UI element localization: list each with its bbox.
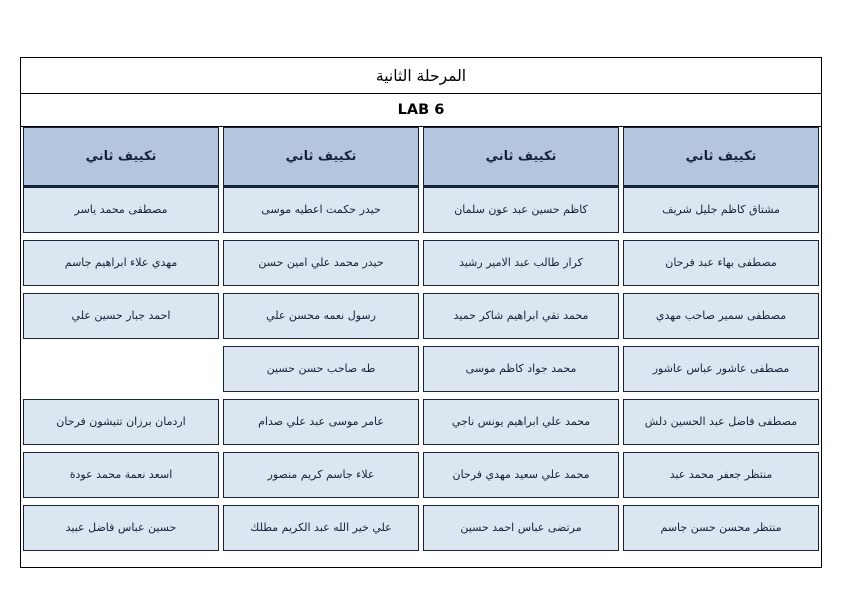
student-cell: مصطفى بهاء عبد فرحان bbox=[623, 240, 819, 286]
student-cell: محمد تقي ابراهيم شاكر حميد bbox=[423, 293, 619, 339]
column-header-1: تكييف ثاني bbox=[623, 127, 819, 187]
student-cell: محمد جواد كاظم موسى bbox=[423, 346, 619, 392]
roster-column-3: تكييف ثاني حيدر حكمت اعطيه موسى حيدر محم… bbox=[221, 127, 421, 567]
student-cell: مصطفى سمير صاحب مهدي bbox=[623, 293, 819, 339]
student-cell: حيدر حكمت اعطيه موسى bbox=[223, 187, 419, 233]
student-cell: احمد جبار حسين علي bbox=[23, 293, 219, 339]
columns-container: تكييف ثاني مشتاق كاظم جليل شريف مصطفى به… bbox=[21, 127, 821, 567]
student-roster-table: المرحلة الثانية LAB 6 تكييف ثاني مشتاق ك… bbox=[20, 57, 822, 568]
roster-column-4: تكييف ثاني مصطفى محمد ياسر مهدي علاء ابر… bbox=[21, 127, 221, 567]
column-header-4: تكييف ثاني bbox=[23, 127, 219, 187]
student-cell: كاظم حسين عبد عون سلمان bbox=[423, 187, 619, 233]
student-cell: علاء جاسم كريم منصور bbox=[223, 452, 419, 498]
student-cell: مصطفى محمد ياسر bbox=[23, 187, 219, 233]
student-cell: حسين عباس فاضل عبيد bbox=[23, 505, 219, 551]
roster-column-1: تكييف ثاني مشتاق كاظم جليل شريف مصطفى به… bbox=[621, 127, 821, 567]
lab-subtitle: LAB 6 bbox=[21, 94, 821, 127]
student-cell: مهدي علاء ابراهيم جاسم bbox=[23, 240, 219, 286]
student-cell: رسول نعمه محسن علي bbox=[223, 293, 419, 339]
column-header-2: تكييف ثاني bbox=[423, 127, 619, 187]
student-cell: مرتضى عباس احمد حسين bbox=[423, 505, 619, 551]
roster-column-2: تكييف ثاني كاظم حسين عبد عون سلمان كرار … bbox=[421, 127, 621, 567]
student-cell: اردمان برزان تتيشون فرحان bbox=[23, 399, 219, 445]
student-cell-empty bbox=[23, 346, 219, 392]
student-cell: كرار طالب عبد الامير رشيد bbox=[423, 240, 619, 286]
student-cell: منتظر جعفر محمد عبد bbox=[623, 452, 819, 498]
document-title: المرحلة الثانية bbox=[21, 58, 821, 94]
student-cell: مصطفى عاشور عباس عاشور bbox=[623, 346, 819, 392]
student-cell: محمد علي سعيد مهدي فرحان bbox=[423, 452, 619, 498]
student-cell: طه صاحب حسن حسين bbox=[223, 346, 419, 392]
student-cell: اسعد نعمة محمد عودة bbox=[23, 452, 219, 498]
student-cell: مصطفى فاضل عبد الحسين دلش bbox=[623, 399, 819, 445]
student-cell: حيدر محمد علي امين حسن bbox=[223, 240, 419, 286]
student-cell: منتظر محسن حسن جاسم bbox=[623, 505, 819, 551]
student-cell: علي خير الله عبد الكريم مطلك bbox=[223, 505, 419, 551]
column-header-3: تكييف ثاني bbox=[223, 127, 419, 187]
student-cell: محمد علي ابراهيم يونس ناجي bbox=[423, 399, 619, 445]
student-cell: مشتاق كاظم جليل شريف bbox=[623, 187, 819, 233]
student-cell: عامر موسى عبد علي صدام bbox=[223, 399, 419, 445]
